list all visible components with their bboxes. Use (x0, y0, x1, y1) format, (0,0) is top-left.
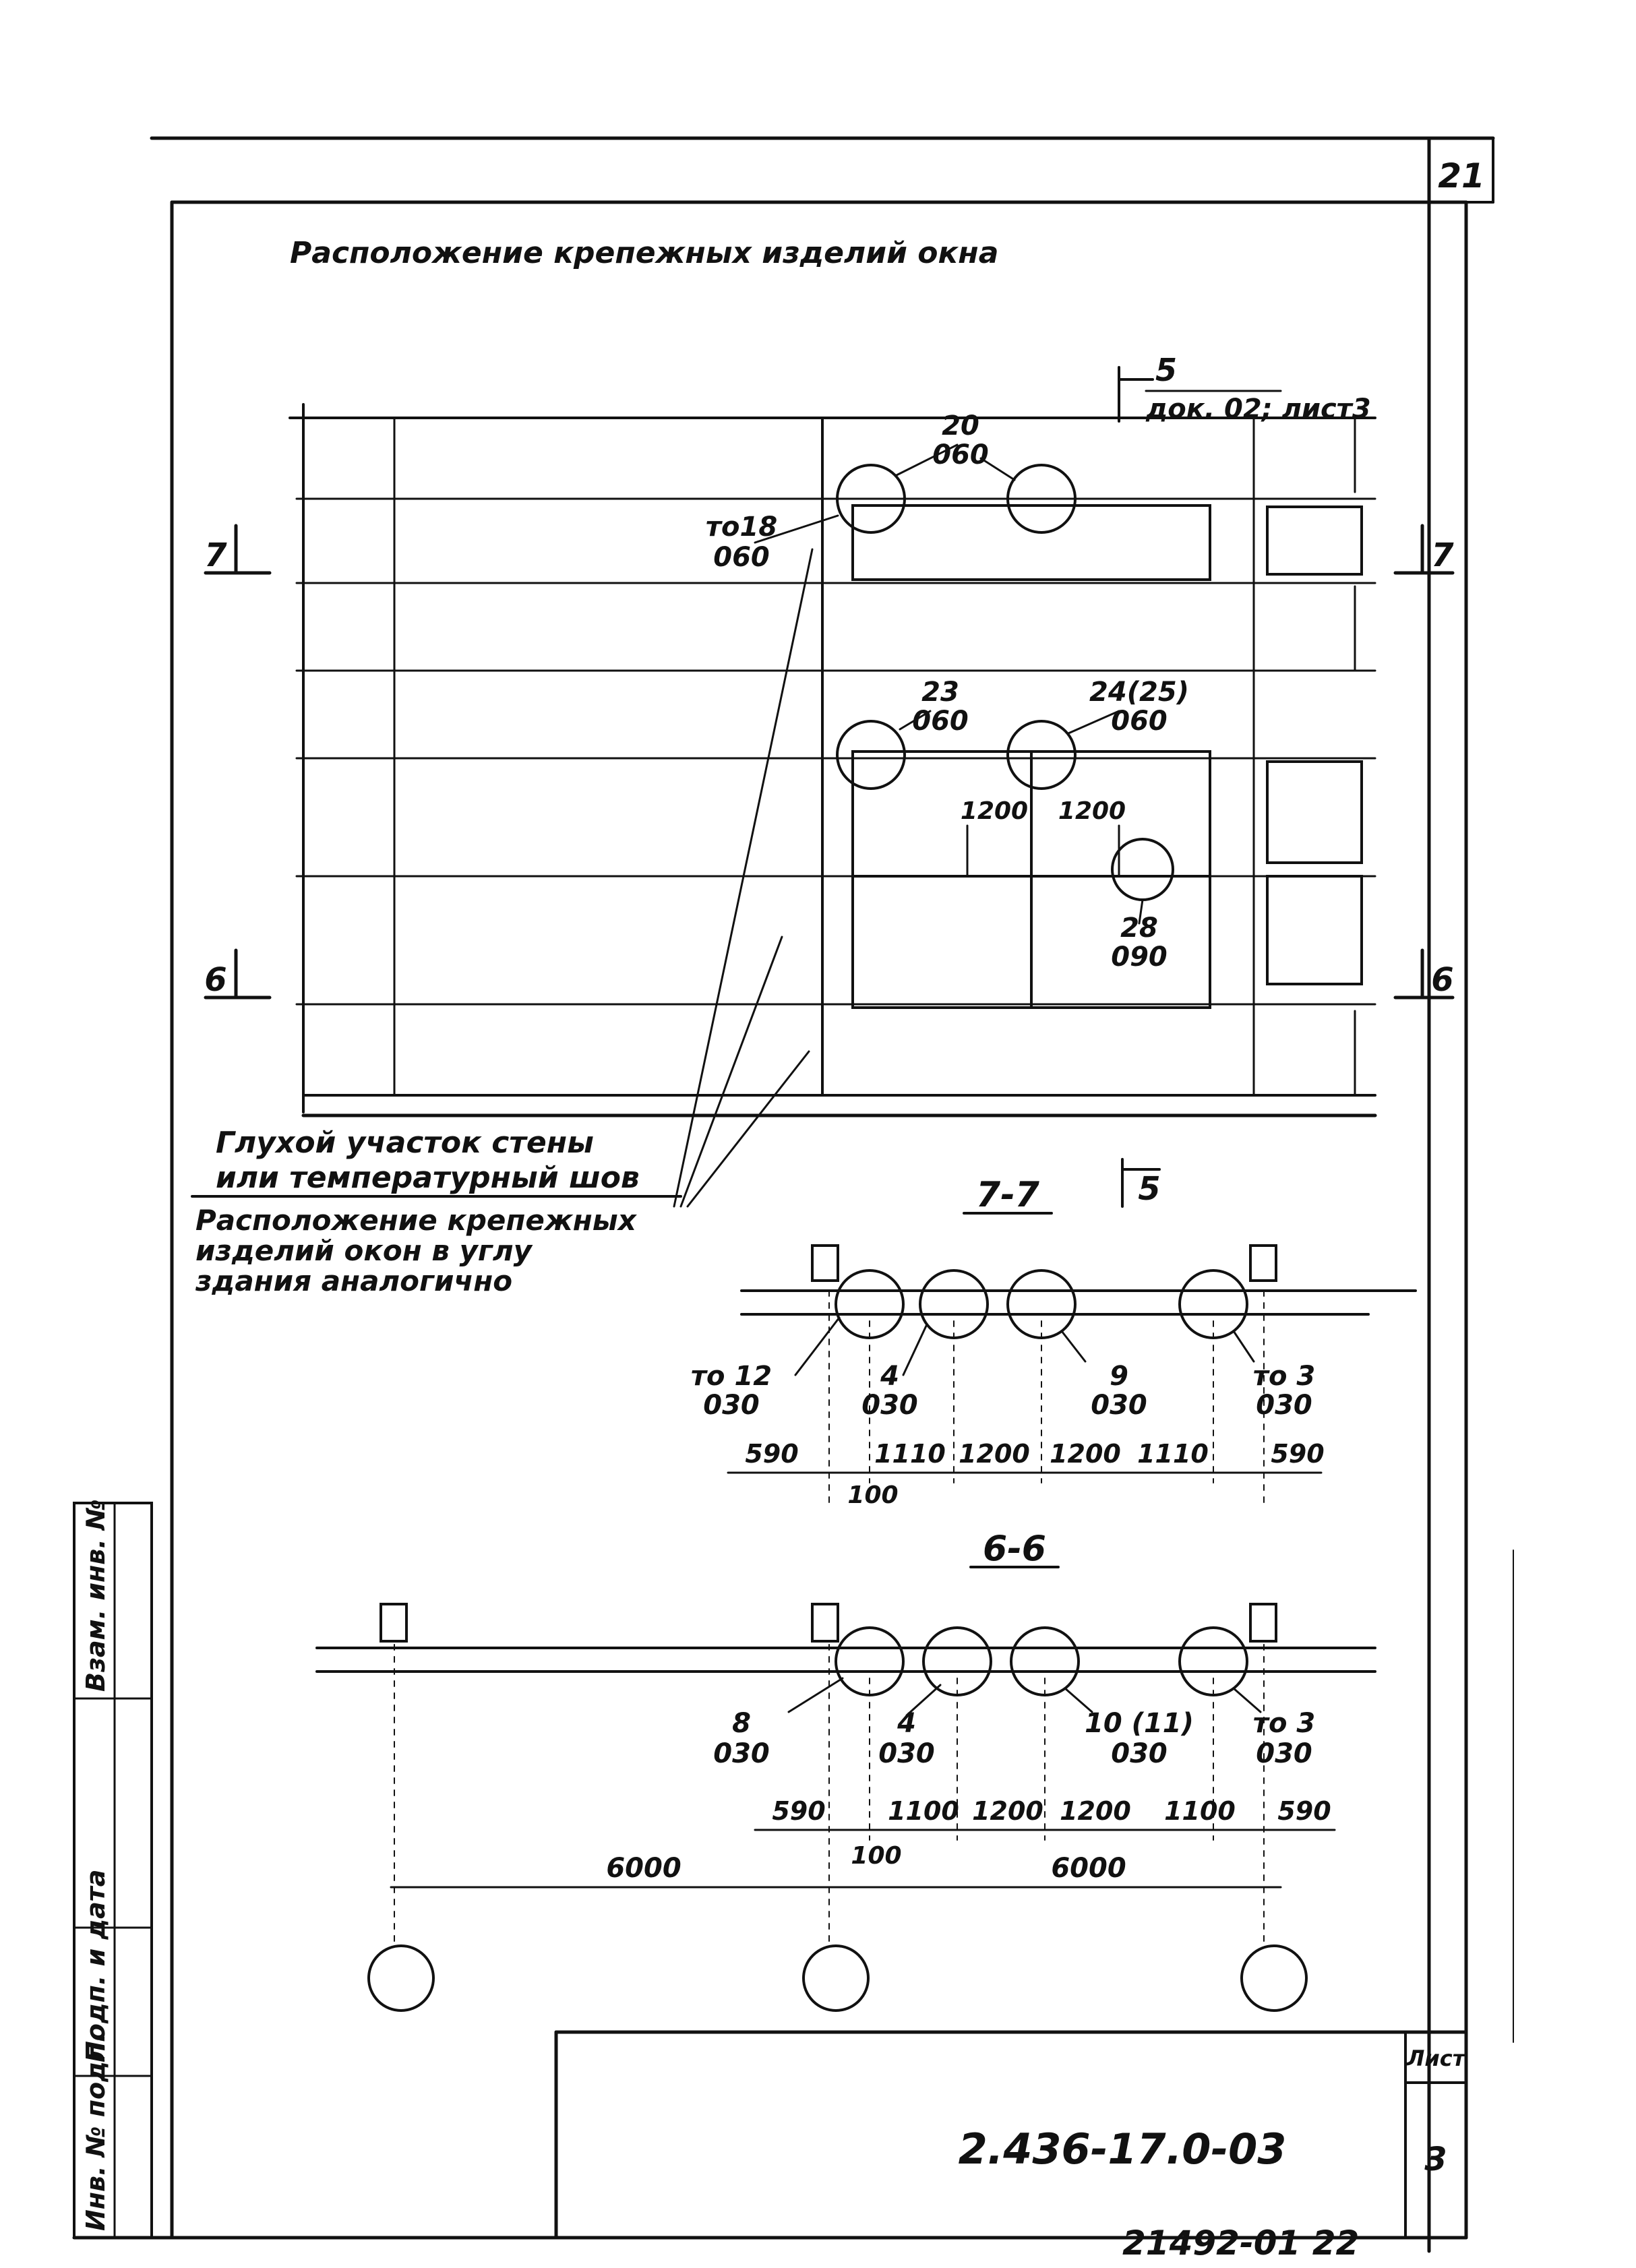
sheet-label: Лист (1406, 2046, 1467, 2071)
plan-callout-20-den: 060 (932, 439, 989, 470)
plan-callout-18-num: то18 (706, 512, 777, 543)
sheet-frame (72, 136, 1514, 2253)
section-7-7-title: 7-7 (976, 1175, 1040, 1215)
sec66-sub-dim: 100 (851, 1842, 901, 1870)
doc-code: 2.436-17.0-03 (959, 2124, 1287, 2174)
plan-callout-23-den: 060 (912, 706, 969, 737)
plan-callout-24-num: 24(25) (1089, 677, 1189, 708)
sec77-callout-2-den: 030 (861, 1390, 918, 1421)
sec77-dim-4: 1200 (1050, 1439, 1121, 1469)
sec77-dim-6: 590 (1271, 1439, 1324, 1469)
stamp-inv-no: Инв. № подл. (81, 2033, 111, 2231)
sec66-callout-2-den: 030 (878, 1738, 935, 1769)
section-6-6 (315, 1566, 1376, 2012)
section-7-7 (727, 1212, 1417, 1507)
sec66-callout-1-den: 030 (713, 1738, 770, 1769)
plan-callout-18-den: 060 (713, 542, 770, 573)
sec77-callout-4-num: то 3 (1253, 1361, 1315, 1392)
plan-callout-20-num: 20 (942, 410, 979, 441)
sec77-dim-5: 1110 (1137, 1439, 1209, 1469)
sec77-callout-4-den: 030 (1256, 1390, 1312, 1421)
note-line-3: Расположение крепежных (195, 1204, 638, 1237)
sec66-callout-3-num: 10 (11) (1085, 1708, 1194, 1739)
section-6-6-title: 6-6 (983, 1529, 1046, 1569)
stamp-sign-date: Подп. и дата (81, 1870, 111, 2062)
sec66-callout-2-num: 4 (897, 1708, 916, 1739)
sec66-callout-4-den: 030 (1256, 1738, 1312, 1769)
section-mark-5-bottom: 5 (1138, 1170, 1160, 1208)
sec66-span-2: 6000 (1051, 1853, 1126, 1884)
section-ref-mark (1118, 366, 1282, 423)
section-ref-text: док. 02; лист3 (1145, 394, 1371, 425)
sec77-dim-1: 590 (745, 1439, 798, 1469)
note-line-2: или температурный шов (216, 1161, 640, 1195)
plan-dim-2: 1200 (1058, 797, 1126, 825)
plan-dim-1: 1200 (961, 797, 1028, 825)
sec66-dim-1: 590 (772, 1796, 825, 1826)
section-mark-7-right: 7 (1431, 537, 1454, 574)
stamp-replace-inv: Взам. инв. № (81, 1499, 111, 1692)
sec66-dim-3: 1200 (972, 1796, 1043, 1826)
sec66-dim-5: 1100 (1164, 1796, 1236, 1826)
sec77-sub-dim: 100 (847, 1481, 898, 1509)
sec66-callout-4-num: то 3 (1253, 1708, 1315, 1739)
plan-callout-28-num: 28 (1120, 913, 1158, 944)
sec77-callout-3-num: 9 (1110, 1361, 1128, 1392)
plan-callout-23-num: 23 (921, 677, 959, 708)
section-mark-6-right: 6 (1431, 961, 1453, 999)
section-ref-number: 5 (1155, 352, 1177, 388)
sec77-callout-3-den: 030 (1091, 1390, 1147, 1421)
sec77-callout-1-num: то 12 (691, 1361, 772, 1392)
sheet-number: 3 (1424, 2141, 1447, 2178)
footer-code: 21492-01 22 (1122, 2224, 1359, 2263)
corner-number: 21 (1438, 156, 1485, 195)
sec77-callout-1-den: 030 (703, 1390, 760, 1421)
sec77-callout-2-num: 4 (880, 1361, 899, 1392)
sec66-dim-6: 590 (1277, 1796, 1331, 1826)
sec77-dim-2: 1110 (874, 1439, 946, 1469)
section-mark-6-left: 6 (204, 961, 226, 999)
sec66-callout-1-num: 8 (732, 1708, 751, 1739)
side-stamp (73, 1502, 153, 2239)
section-mark-7-left: 7 (204, 537, 227, 574)
note-line-1: Глухой участок стены (216, 1126, 594, 1160)
sheet-title: Расположение крепежных изделий окна (290, 236, 998, 270)
sec66-span-1: 6000 (606, 1853, 681, 1884)
plan-callout-24-den: 060 (1111, 706, 1168, 737)
plan-callout-28-den: 090 (1111, 942, 1168, 973)
sec66-callout-3-den: 030 (1111, 1738, 1168, 1769)
title-block (554, 2030, 1468, 2240)
note-line-4: изделий окон в углу (195, 1234, 533, 1267)
sec66-dim-2: 1100 (888, 1796, 959, 1826)
sec77-dim-3: 1200 (959, 1439, 1030, 1469)
wall-plan (289, 403, 1377, 1208)
note-line-5: здания аналогично (195, 1264, 512, 1297)
section-cut-marks (204, 524, 1455, 1208)
sec66-dim-4: 1200 (1060, 1796, 1131, 1826)
